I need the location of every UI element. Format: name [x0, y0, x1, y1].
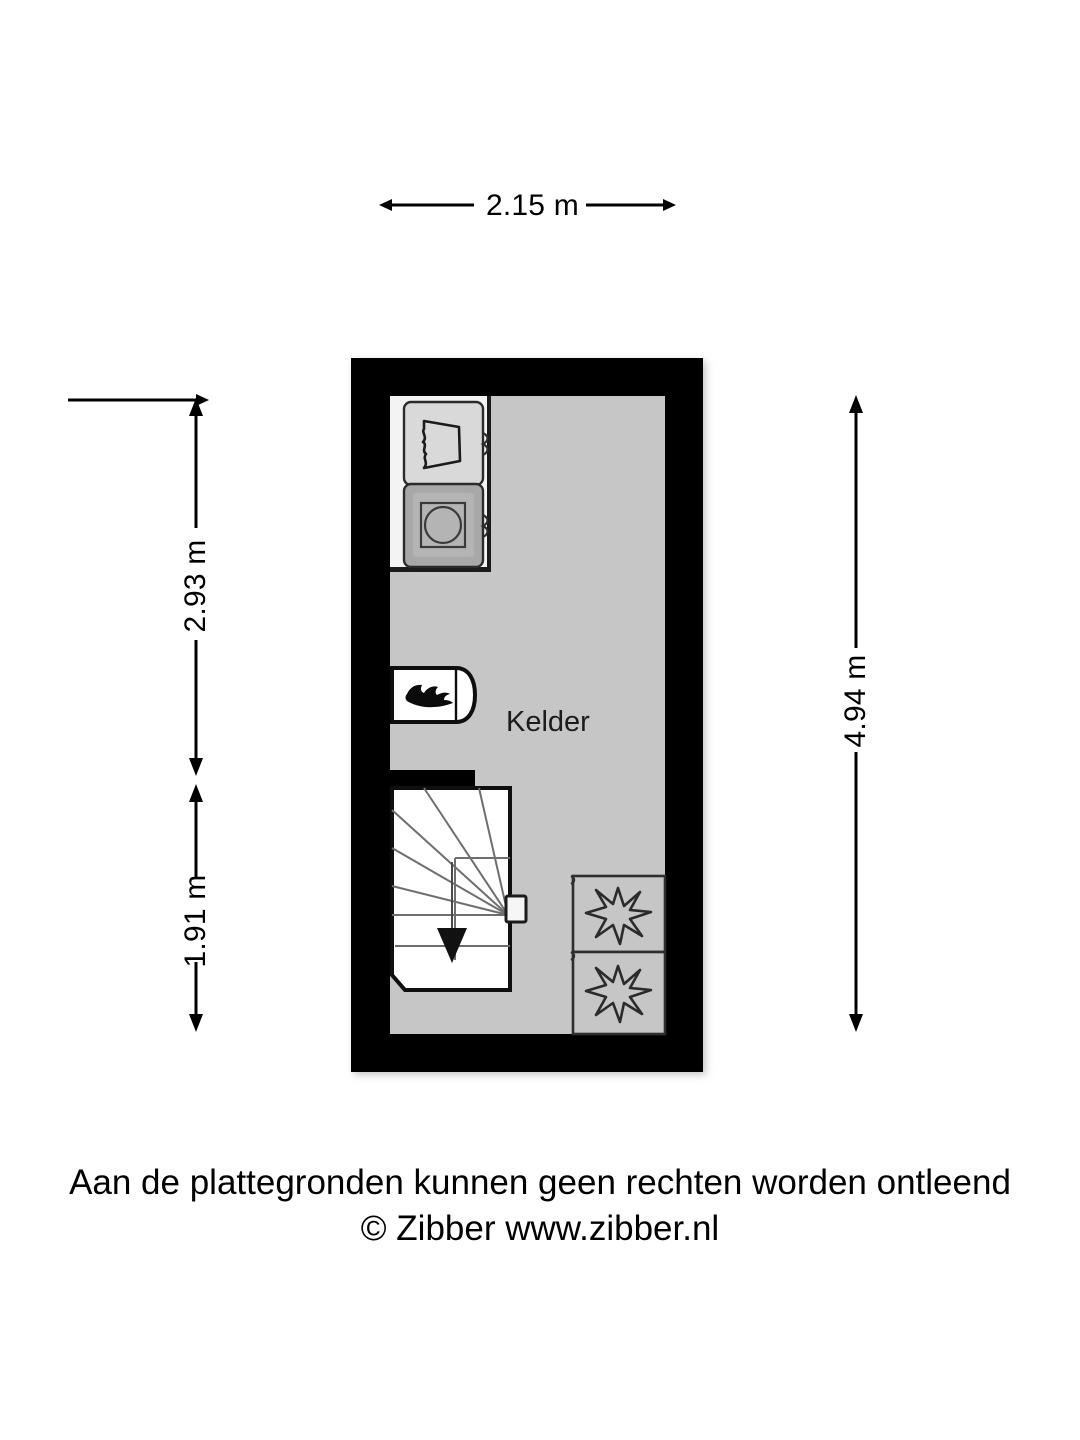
dimension-label-top: 2.15 m — [486, 189, 579, 222]
freezer-upper[interactable] — [570, 874, 667, 954]
disclaimer-text: Aan de plattegronden kunnen geen rechten… — [69, 1163, 1011, 1202]
washing-machine[interactable] — [402, 400, 489, 487]
dimension-left-upper-line2 — [189, 398, 203, 776]
credit-text: © Zibber www.zibber.nl — [360, 1209, 720, 1248]
stairs-down-arrow-icon — [437, 862, 467, 963]
dimension-right-line — [849, 395, 863, 1032]
room-label-kelder: Kelder — [506, 706, 590, 738]
stair-newel — [504, 894, 528, 924]
dryer[interactable] — [402, 482, 489, 569]
freezer-lower[interactable] — [570, 950, 667, 1036]
dimension-left-lower-line — [189, 784, 203, 1032]
staircase[interactable] — [390, 786, 528, 992]
snowflake-icon — [584, 886, 653, 946]
footer: Aan de plattegronden kunnen geen rechten… — [0, 1160, 1080, 1252]
snowflake-icon — [584, 964, 653, 1024]
stair-wall-stub — [390, 770, 475, 788]
boiler[interactable] — [390, 666, 478, 724]
flame-icon — [405, 684, 453, 708]
